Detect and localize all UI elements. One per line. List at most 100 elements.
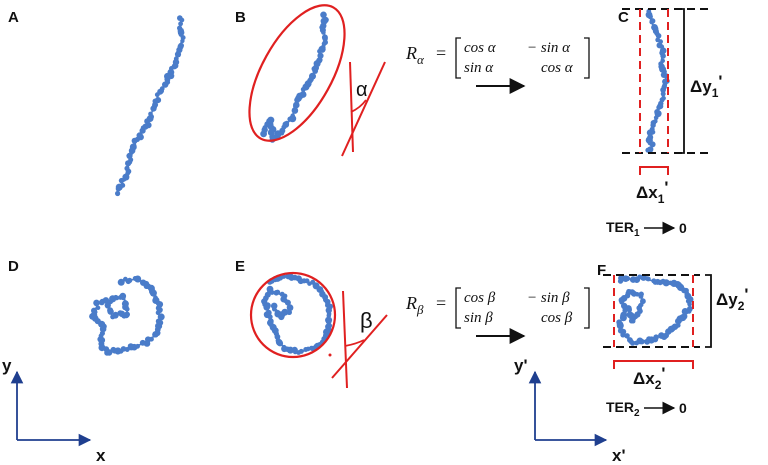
beta-symbol: β	[360, 308, 373, 333]
x-prime-axis-label: x'	[612, 446, 626, 465]
trajectory-point	[645, 147, 651, 153]
trajectory-point	[114, 295, 120, 301]
trajectory-point	[649, 141, 656, 148]
trajectory-point	[91, 307, 97, 314]
trajectory-point	[303, 347, 309, 352]
trajectory-point	[321, 30, 326, 35]
axes-original: y x	[2, 356, 106, 465]
dy2-label: Δy2'	[716, 285, 748, 313]
panel-label-e: E	[235, 258, 245, 275]
bounding-box-f	[603, 274, 700, 348]
dy2-bracket: Δy2'	[705, 274, 748, 348]
svg-text:cos β: cos β	[464, 290, 496, 306]
trajectory-point	[617, 327, 624, 334]
trajectory-point	[179, 17, 185, 23]
svg-text:cos α: cos α	[541, 60, 574, 76]
dx1-bracket: Δx1'	[636, 166, 669, 206]
trajectory-point	[180, 38, 185, 44]
trajectory-point	[127, 343, 134, 350]
trajectory-point	[270, 302, 278, 310]
trajectory-point	[274, 309, 280, 315]
trajectory-point	[155, 310, 161, 316]
trajectory-a-points	[115, 15, 186, 197]
y-axis-label: y	[2, 356, 12, 375]
svg-text:sin β: sin β	[464, 310, 493, 326]
trajectory-point	[120, 295, 126, 301]
trajectory-point	[157, 313, 165, 321]
dy1-bracket: Δy1'	[678, 8, 722, 154]
trajectory-c	[645, 8, 670, 153]
trajectory-point	[656, 105, 662, 110]
trajectory-point	[149, 289, 157, 297]
svg-text:cos α: cos α	[464, 40, 497, 56]
trajectory-point	[687, 301, 692, 307]
svg-text:cos β: cos β	[541, 310, 573, 326]
trajectory-point	[616, 319, 622, 326]
trajectory-f	[616, 274, 694, 346]
trajectory-point	[135, 277, 142, 283]
trajectory-point	[624, 333, 630, 339]
trajectory-point	[93, 299, 100, 307]
trajectory-point	[638, 293, 644, 299]
trajectory-point	[178, 21, 184, 27]
panel-label-b: B	[235, 9, 246, 26]
panel-label-c: C	[618, 9, 629, 26]
dx2-bracket: Δx2'	[613, 360, 694, 392]
trajectory-point	[634, 292, 640, 297]
trajectory-point	[117, 310, 123, 316]
trajectory-point	[269, 290, 275, 295]
trajectory-point	[647, 14, 653, 20]
trajectory-point	[152, 332, 158, 338]
svg-text:− sin β: − sin β	[527, 290, 570, 306]
ter2-value: 0	[679, 400, 687, 416]
svg-text:=: =	[436, 293, 446, 313]
trajectory-point	[260, 130, 267, 138]
fit-ellipse-b	[248, 4, 346, 142]
trajectory-d-points	[89, 275, 165, 356]
trajectory-point	[317, 48, 322, 54]
trajectory-point	[646, 276, 651, 282]
rotation-matrix-alpha: Rα = cos α − sin α sin α cos α	[405, 37, 590, 94]
trajectory-point	[139, 339, 146, 346]
trajectory-point	[287, 305, 294, 312]
svg-text:sin α: sin α	[464, 60, 494, 76]
trajectory-point	[325, 307, 332, 314]
trajectory-point	[300, 87, 306, 92]
ter2-label: TER2	[606, 399, 640, 419]
trajectory-point	[115, 186, 122, 192]
trajectory-point	[287, 116, 293, 122]
trajectory-point	[162, 81, 169, 88]
svg-text:− sin α: − sin α	[527, 40, 571, 56]
trajectory-point	[104, 302, 111, 308]
rotation-matrix-beta: Rβ = cos β − sin β sin β cos β	[405, 287, 590, 344]
trajectory-point	[294, 97, 301, 103]
dx1-label: Δx1'	[636, 178, 668, 206]
trajectory-point	[627, 337, 633, 343]
trajectory-point	[115, 190, 121, 197]
trajectory-point	[655, 33, 662, 39]
beta-angle-marker: β	[331, 290, 388, 389]
fit-circle-e	[249, 271, 337, 359]
stray-point	[328, 353, 332, 357]
svg-text:=: =	[436, 43, 446, 63]
svg-text:Rβ: Rβ	[405, 293, 424, 317]
trajectory-point	[131, 137, 138, 144]
trajectory-point	[107, 307, 114, 314]
dx2-label: Δx2'	[633, 364, 665, 392]
trajectory-point	[174, 51, 182, 58]
trajectory-point	[660, 91, 666, 97]
trajectory-point	[646, 129, 654, 136]
trajectory-point	[281, 344, 287, 350]
trajectory-point	[124, 306, 130, 312]
trajectory-a	[115, 15, 186, 197]
trajectory-point	[320, 11, 327, 19]
trajectory-point	[644, 338, 651, 345]
trajectory-point	[634, 340, 640, 346]
trajectory-point	[658, 332, 665, 339]
trajectory-point	[275, 289, 281, 295]
trajectory-point	[650, 122, 656, 128]
trajectory-point	[660, 53, 666, 59]
trajectory-point	[681, 308, 689, 315]
trajectory-point	[118, 177, 125, 184]
trajectory-point	[620, 311, 628, 319]
